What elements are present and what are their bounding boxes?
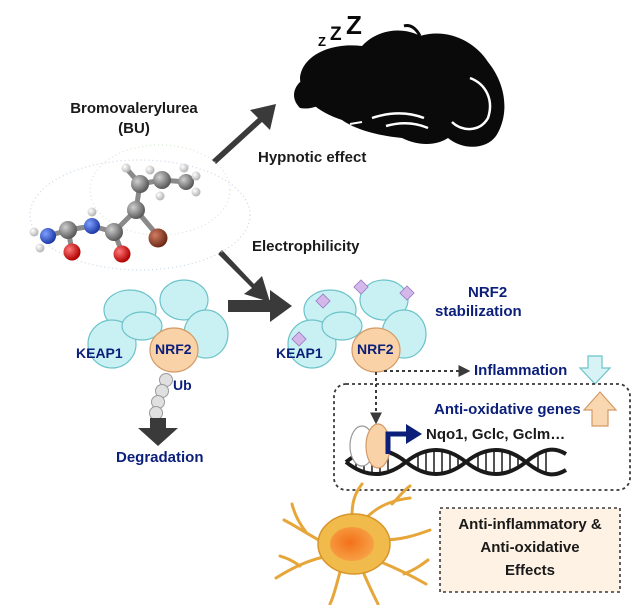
anti-oxidative-genes-label: Anti-oxidative genes [434, 401, 581, 418]
degradation-label: Degradation [116, 449, 204, 466]
effects-line3: Effects [504, 562, 556, 579]
nrf2-right-label: NRF2 [357, 341, 394, 357]
electrophile-modifications [291, 279, 415, 347]
keap1-left-label: KEAP1 [76, 345, 123, 361]
ub-label: Ub [173, 377, 192, 393]
zzz-large-icon: Z [346, 10, 362, 40]
anti-oxidative-up-arrow-icon [582, 391, 618, 427]
inflammation-label: Inflammation [474, 362, 568, 379]
nrf2-stabilization-line2: stabilization [435, 303, 522, 320]
degradation-arrow [138, 418, 178, 446]
nrf2-left [149, 327, 199, 373]
target-genes-label: Nqo1, Gclc, Gclm… [426, 426, 566, 443]
electrophilicity-label: Electrophilicity [252, 238, 360, 255]
keap1-complex-left [87, 279, 229, 373]
electrophilicity-arrow [218, 250, 270, 302]
zzz-small-icon: Z [318, 34, 326, 49]
keap1-right-label: KEAP1 [276, 345, 323, 361]
nucleus-box [333, 383, 631, 491]
ubiquitin-chain [149, 373, 173, 420]
effects-line2: Anti-oxidative [480, 539, 580, 556]
transcription-arrow [385, 431, 408, 454]
effects-box [439, 507, 621, 593]
transcription-arrow-head [406, 424, 422, 444]
inflammation-down-arrow-icon [578, 355, 612, 385]
stabilization-arrow [228, 290, 292, 322]
nrf2-left-label: NRF2 [155, 341, 192, 357]
keap1-complex-right [287, 279, 427, 373]
compound-name: Bromovalerylurea [70, 100, 198, 117]
bromovalerylurea-molecule [29, 144, 251, 271]
hypnotic-arrow [212, 104, 276, 164]
sleeping-mouse-icon [294, 24, 505, 147]
zzz-medium-icon: Z [330, 24, 342, 45]
hypnotic-effect-label: Hypnotic effect [258, 149, 367, 166]
neural-cell-icon [274, 482, 432, 606]
effects-line1: Anti-inflammatory & [458, 516, 602, 533]
nrf2-dna-binding [349, 423, 391, 469]
nrf2-stabilization-line1: NRF2 [468, 284, 508, 301]
compound-abbreviation: (BU) [118, 120, 150, 137]
